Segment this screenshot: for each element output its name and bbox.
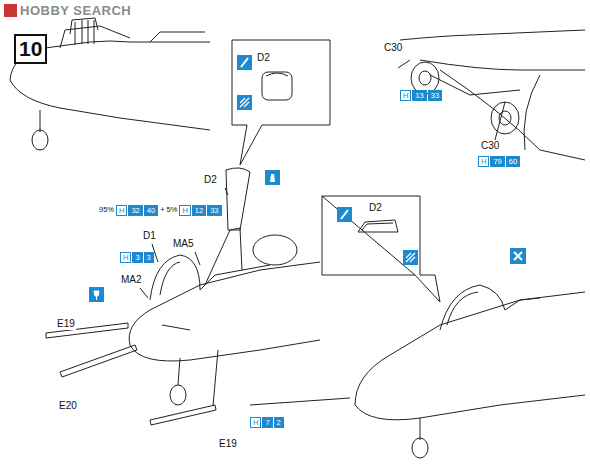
paint-code: 3 bbox=[132, 252, 142, 263]
part-number: D1 bbox=[142, 230, 157, 242]
paint-code: H bbox=[116, 205, 127, 216]
paint-code: 79 bbox=[490, 156, 504, 167]
label-group: H1333 bbox=[400, 90, 442, 101]
label-group: E20 bbox=[58, 400, 78, 412]
label-group: MA5 bbox=[172, 238, 195, 250]
paint-code: H bbox=[400, 90, 411, 101]
label-group: D2 bbox=[368, 202, 383, 214]
paint-code: 3 bbox=[144, 252, 154, 263]
part-number: C30 bbox=[480, 140, 500, 152]
part-number: E19 bbox=[218, 438, 238, 450]
label-group: E19 bbox=[56, 318, 76, 330]
paint-code: 13 bbox=[412, 90, 426, 101]
part-number: C30 bbox=[383, 42, 403, 54]
label-group: H72 bbox=[250, 417, 284, 428]
part-number: MA2 bbox=[120, 274, 143, 286]
label-group: D2 bbox=[256, 52, 271, 64]
paint-code: 7 bbox=[262, 417, 272, 428]
label-group: D2 bbox=[203, 174, 218, 186]
label-group: 95%H3240+ 5%H1233 bbox=[98, 204, 222, 216]
label-group: E19 bbox=[218, 438, 238, 450]
paint-code: H bbox=[179, 205, 190, 216]
part-number: D2 bbox=[256, 52, 271, 64]
part-number: MA5 bbox=[172, 238, 195, 250]
step-number: 10 bbox=[14, 34, 47, 64]
watermark: HOBBY SEARCH bbox=[20, 3, 131, 18]
paint-code: H bbox=[120, 252, 131, 263]
label-group: C30 bbox=[383, 42, 403, 54]
label-group: 10 bbox=[14, 34, 47, 64]
part-number: D2 bbox=[368, 202, 383, 214]
paint-code: 33 bbox=[207, 205, 221, 216]
part-number: E20 bbox=[58, 400, 78, 412]
label-group: D1 bbox=[142, 230, 157, 242]
part-number: D2 bbox=[203, 174, 218, 186]
label-group: HOBBY SEARCH bbox=[20, 3, 131, 18]
label-group: C30 bbox=[480, 140, 500, 152]
paint-code: 32 bbox=[128, 205, 142, 216]
paint-code: 2 bbox=[274, 417, 284, 428]
label-group: H7960 bbox=[478, 156, 520, 167]
paint-ratio: + 5% bbox=[159, 204, 178, 216]
paint-code: 40 bbox=[144, 205, 158, 216]
paint-code: 33 bbox=[428, 90, 442, 101]
part-number: E19 bbox=[56, 318, 76, 330]
paint-code: H bbox=[250, 417, 261, 428]
label-group: MA2 bbox=[120, 274, 143, 286]
paint-code: H bbox=[478, 156, 489, 167]
paint-ratio: 95% bbox=[98, 204, 115, 216]
label-group: H33 bbox=[120, 252, 154, 263]
paint-code: 60 bbox=[506, 156, 520, 167]
paint-code: 12 bbox=[192, 205, 206, 216]
